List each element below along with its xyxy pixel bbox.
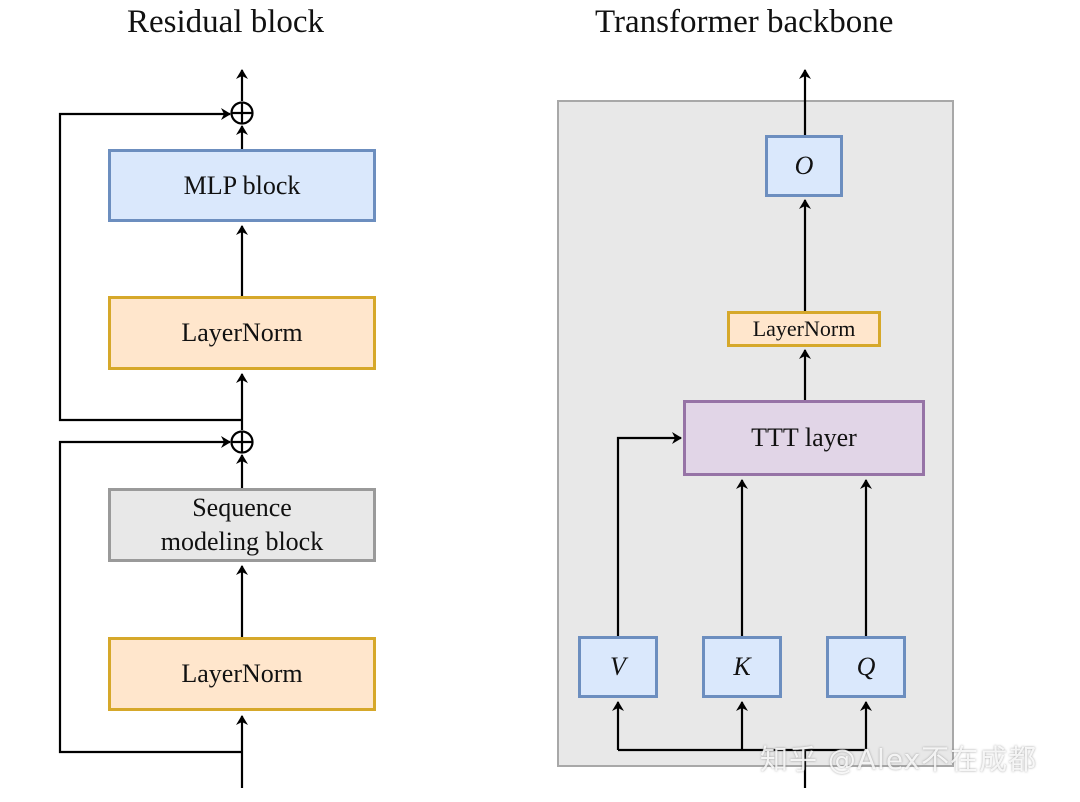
v-label: V xyxy=(610,652,626,681)
k-label: K xyxy=(733,652,751,681)
layernorm-bottom-label: LayerNorm xyxy=(181,659,303,688)
output-label: O xyxy=(794,151,814,180)
v-block: V xyxy=(578,636,658,698)
q-block: Q xyxy=(826,636,906,698)
residual-block-title: Residual block xyxy=(127,4,325,40)
layernorm-top-label: LayerNorm xyxy=(181,318,303,347)
layernorm-top-block: LayerNorm xyxy=(108,296,376,370)
transformer-backbone-title: Transformer backbone xyxy=(595,4,894,40)
layernorm-right-label: LayerNorm xyxy=(752,316,856,341)
skip-connection-top xyxy=(58,108,242,422)
sequence-modeling-block: Sequence modeling block xyxy=(108,488,376,562)
sequence-label-line1: Sequence xyxy=(192,493,292,522)
mlp-block: MLP block xyxy=(108,149,376,222)
ttt-layer-block: TTT layer xyxy=(683,400,925,476)
layernorm-bottom-block: LayerNorm xyxy=(108,637,376,711)
mlp-block-label: MLP block xyxy=(183,170,301,200)
k-block: K xyxy=(702,636,782,698)
skip-connection-bottom xyxy=(58,436,242,754)
watermark: 知乎 @Alex不在成都 xyxy=(760,743,1038,776)
arrow-v-to-ttt xyxy=(616,432,682,637)
ttt-layer-label: TTT layer xyxy=(751,423,857,452)
output-projection-block: O xyxy=(765,135,843,197)
sequence-label-line2: modeling block xyxy=(160,527,324,556)
q-label: Q xyxy=(856,652,876,681)
layernorm-right-block: LayerNorm xyxy=(727,311,881,347)
